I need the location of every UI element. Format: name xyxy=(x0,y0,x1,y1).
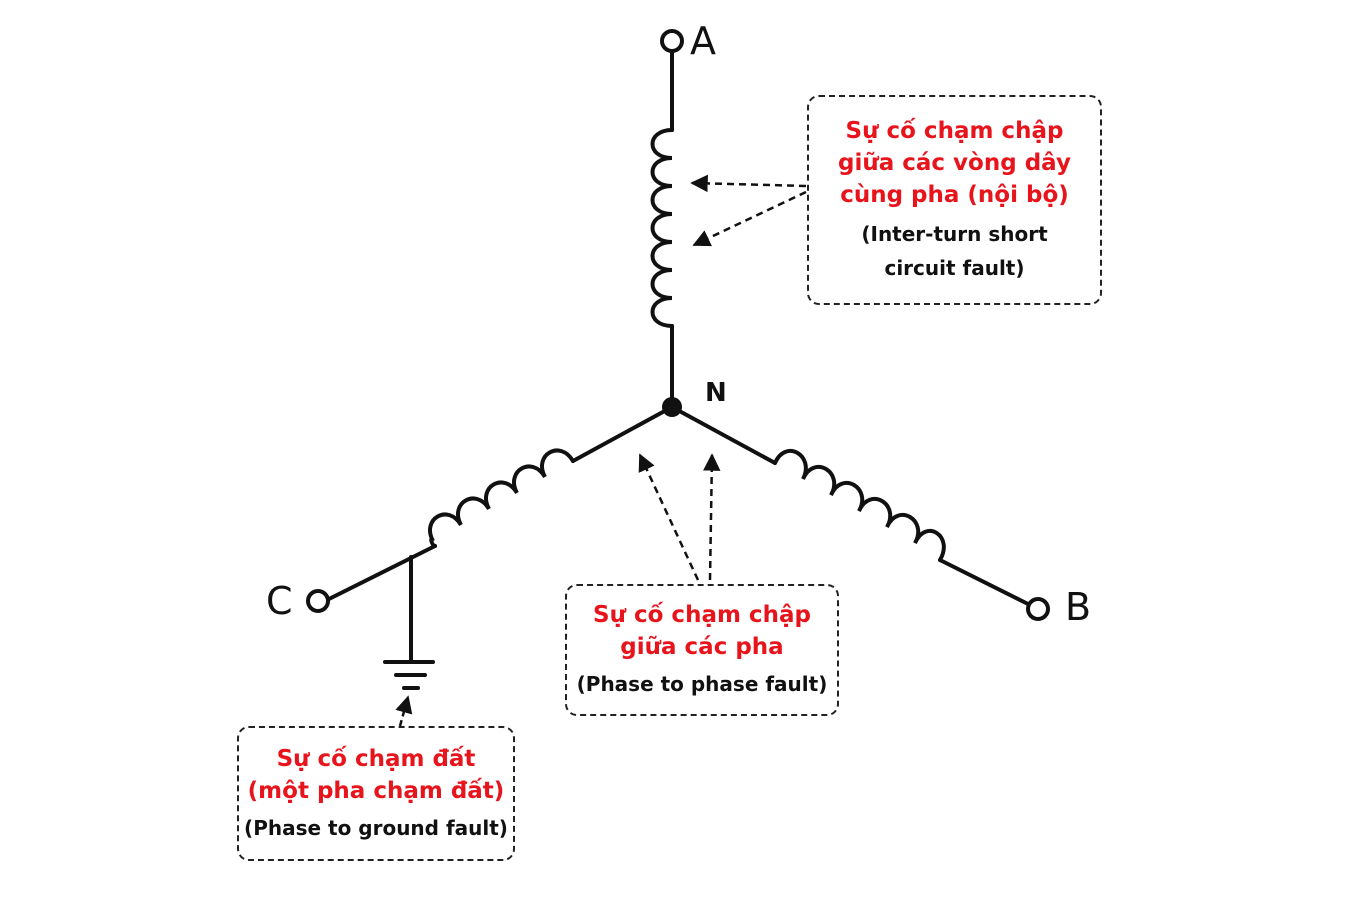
phase-a-winding xyxy=(650,50,674,409)
phase-to-phase-en-line-1: (Phase to phase fault) xyxy=(576,672,828,696)
ground-symbol xyxy=(383,555,435,690)
inter-turn-vi-line-3: cùng pha (nội bộ) xyxy=(840,182,1069,208)
phase-to-phase-vi-line-2: giữa các pha xyxy=(620,634,784,660)
neutral-node xyxy=(662,397,682,417)
inter-turn-vi-line-2: giữa các vòng dây xyxy=(838,150,1071,176)
phase-to-ground-en-line-1: (Phase to ground fault) xyxy=(244,815,508,840)
neutral-label: N xyxy=(705,378,727,408)
phase-c-winding xyxy=(325,405,674,602)
inter-turn-arrows xyxy=(690,174,807,247)
phase-to-phase-vi-line-1: Sự cố chạm chập xyxy=(593,602,811,628)
terminal-a xyxy=(660,29,684,53)
terminal-c-label: C xyxy=(266,579,293,623)
phase-to-phase-arrows xyxy=(638,453,721,581)
terminal-a-label: A xyxy=(690,19,716,63)
phase-to-ground-vi-line-2: (một pha chạm đất) xyxy=(247,777,505,804)
callout-phase-to-ground: Sự cố chạm đất (một pha chạm đất) (Phase… xyxy=(237,726,515,861)
callout-inter-turn: Sự cố chạm chập giữa các vòng dây cùng p… xyxy=(807,95,1102,305)
phase-to-ground-vi-line-1: Sự cố chạm đất xyxy=(276,745,476,772)
phase-b-winding xyxy=(670,405,1032,607)
inter-turn-vi-line-1: Sự cố chạm chập xyxy=(845,118,1064,144)
callout-phase-to-phase: Sự cố chạm chập giữa các pha (Phase to p… xyxy=(565,584,839,716)
inter-turn-en-line-2: circuit fault) xyxy=(884,256,1025,280)
inter-turn-en-line-1: (Inter-turn short xyxy=(861,222,1048,246)
terminal-b xyxy=(1026,597,1050,621)
terminal-b-label: B xyxy=(1065,585,1092,629)
terminal-c xyxy=(306,589,330,613)
phase-to-ground-arrow xyxy=(395,695,413,727)
